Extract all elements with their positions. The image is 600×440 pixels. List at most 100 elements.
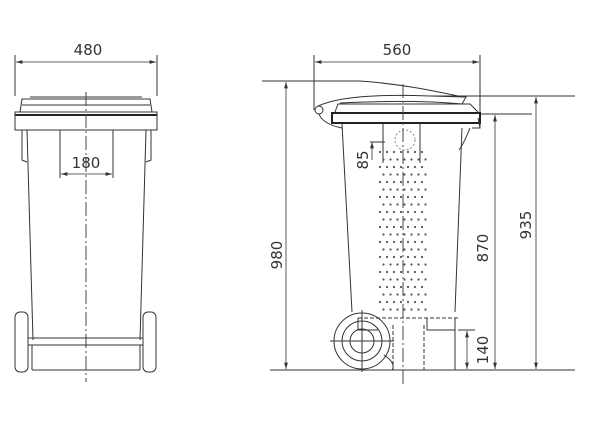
ventilation-dot: [406, 300, 410, 304]
ventilation-dot: [413, 210, 417, 214]
ventilation-dot: [382, 308, 385, 311]
ventilation-dot: [389, 173, 392, 176]
ventilation-dot: [396, 218, 399, 221]
ventilation-dot: [385, 285, 389, 289]
front-wheels: [14, 311, 157, 373]
ventilation-dot: [410, 203, 413, 206]
ventilation-dot: [382, 248, 385, 251]
ventilation-dot: [392, 195, 396, 199]
ventilation-dot: [385, 240, 389, 244]
ventilation-dot: [396, 233, 399, 236]
front-view: 480 180: [14, 41, 158, 382]
ventilation-dot: [385, 165, 389, 169]
ventilation-dot: [396, 173, 399, 176]
ventilation-dot: [382, 218, 385, 221]
ventilation-dot: [417, 278, 420, 281]
ventilation-dot: [389, 263, 392, 266]
ventilation-dot: [410, 173, 413, 176]
ventilation-dot: [392, 255, 396, 259]
ventilation-dot: [392, 285, 396, 289]
ventilation-dot: [399, 300, 403, 304]
ventilation-dot: [392, 180, 396, 184]
ventilation-dot: [413, 270, 417, 274]
ventilation-dot: [399, 285, 403, 289]
ventilation-dot: [399, 210, 403, 214]
depth-label: 560: [383, 41, 412, 59]
ventilation-dot: [389, 188, 392, 191]
ventilation-dot: [396, 158, 399, 161]
ventilation-dot: [420, 270, 424, 274]
ventilation-dot: [424, 308, 427, 311]
ventilation-dot: [413, 255, 417, 259]
ventilation-dot: [385, 150, 389, 154]
ventilation-dot: [382, 158, 385, 161]
ventilation-dot: [424, 173, 427, 176]
ventilation-dot: [382, 203, 385, 206]
ventilation-dot: [413, 150, 417, 154]
ventilation-dot: [403, 278, 406, 281]
ventilation-dot: [389, 308, 392, 311]
ventilation-dot: [396, 188, 399, 191]
ventilation-dot: [413, 225, 417, 229]
ventilation-dot: [396, 203, 399, 206]
ventilation-dot: [406, 210, 410, 214]
ventilation-dot: [420, 225, 424, 229]
side-body: [341, 123, 463, 313]
ventilation-dot: [396, 293, 399, 296]
ventilation-dot: [389, 248, 392, 251]
ventilation-dot: [417, 158, 420, 161]
ventilation-dot: [403, 188, 406, 191]
ventilation-dot: [406, 285, 410, 289]
gap-label: 85: [354, 150, 372, 169]
ventilation-dot: [410, 293, 413, 296]
ventilation-dot: [399, 180, 403, 184]
axle-height-label: 140: [474, 336, 492, 365]
ventilation-dot: [403, 203, 406, 206]
ventilation-dot: [417, 248, 420, 251]
ventilation-dot: [420, 285, 424, 289]
ventilation-dot: [424, 158, 427, 161]
ventilation-dot: [385, 195, 389, 199]
ventilation-dot: [378, 285, 382, 289]
ventilation-dot: [378, 195, 382, 199]
ventilation-dot: [410, 263, 413, 266]
ventilation-dot: [378, 150, 382, 154]
side-view: 560 85: [262, 41, 575, 386]
ventilation-dot: [417, 308, 420, 311]
ventilation-dot: [378, 255, 382, 259]
ventilation-dot: [382, 173, 385, 176]
ventilation-dot: [406, 150, 410, 154]
ventilation-dot: [417, 173, 420, 176]
ventilation-dot: [420, 255, 424, 259]
ventilation-dot: [403, 218, 406, 221]
front-body: [21, 129, 152, 341]
ventilation-dot: [424, 293, 427, 296]
ventilation-dot: [378, 270, 382, 274]
ventilation-dot: [378, 300, 382, 304]
ventilation-dot: [417, 233, 420, 236]
ventilation-dot: [417, 218, 420, 221]
ventilation-dot: [399, 255, 403, 259]
ventilation-dot: [424, 248, 427, 251]
ventilation-dot: [413, 285, 417, 289]
ventilation-dot: [410, 188, 413, 191]
ventilation-dot: [410, 158, 413, 161]
ventilation-dot: [413, 240, 417, 244]
ventilation-dot: [385, 225, 389, 229]
ventilation-dot: [403, 233, 406, 236]
ventilation-dot: [392, 225, 396, 229]
ventilation-dot: [382, 293, 385, 296]
ventilation-dot: [413, 180, 417, 184]
ventilation-dot: [403, 308, 406, 311]
ventilation-dot: [410, 308, 413, 311]
ventilation-dot: [410, 248, 413, 251]
ventilation-dot: [378, 210, 382, 214]
lid-height-label: 935: [517, 211, 535, 240]
ventilation-dot: [389, 233, 392, 236]
ventilation-dot: [410, 218, 413, 221]
ventilation-dot: [399, 270, 403, 274]
rim-height-label: 870: [474, 234, 492, 263]
side-wheel: [330, 310, 394, 372]
ventilation-dot: [403, 173, 406, 176]
